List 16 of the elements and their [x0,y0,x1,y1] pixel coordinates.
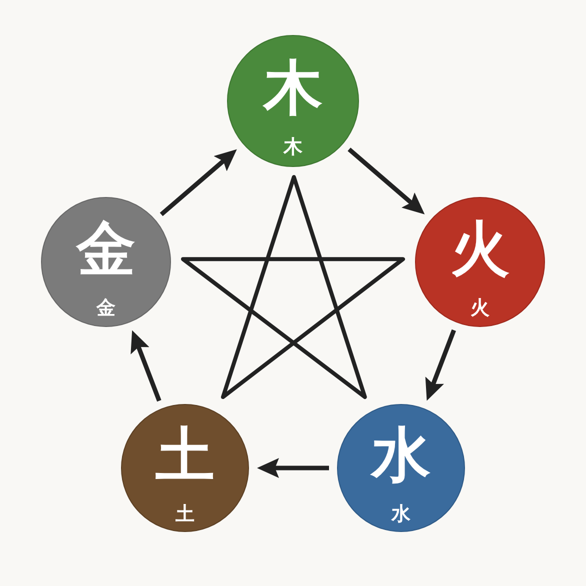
character-caption: 木 [284,138,302,157]
character-heading: 金 [76,219,136,278]
character-caption: 土 [176,505,194,524]
character-heading: 土 [156,425,214,484]
character-caption: 水 [392,505,410,524]
character-heading: 水 [372,425,430,484]
character-heading: 木 [264,58,322,117]
arrow [257,458,329,478]
arrow [160,148,238,216]
character-heading: 火 [450,219,510,278]
character-caption: 金 [96,299,116,318]
arrow [424,329,456,402]
arrow [130,329,162,402]
character-caption: 火 [470,299,490,318]
arrow [348,148,426,216]
pentagram [180,174,406,400]
